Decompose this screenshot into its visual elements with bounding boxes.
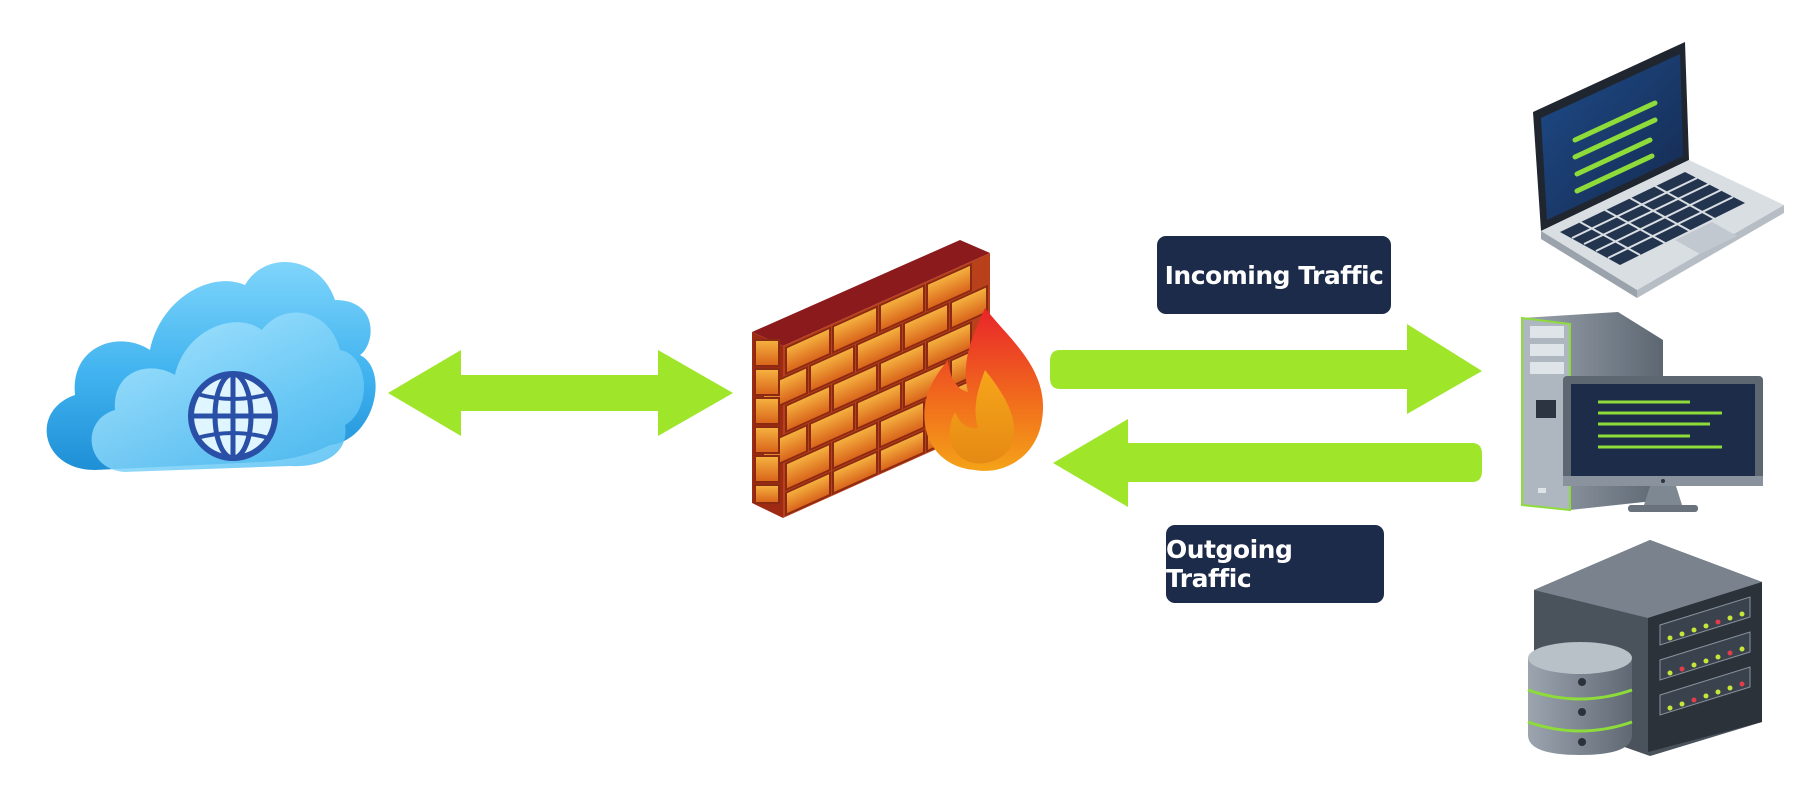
database-server-icon xyxy=(1527,540,1762,756)
flame-icon xyxy=(924,308,1044,471)
cloud-globe-icon xyxy=(46,262,376,472)
server-drive-bays xyxy=(1659,596,1751,716)
outgoing-traffic-arrow xyxy=(1053,419,1482,507)
incoming-traffic-label: Incoming Traffic xyxy=(1157,236,1391,314)
bidirectional-arrow xyxy=(388,350,733,436)
outgoing-traffic-text: Outgoing Traffic xyxy=(1166,535,1293,593)
firewall-brick-wall-icon xyxy=(752,240,1044,518)
outgoing-traffic-label: Outgoing Traffic xyxy=(1166,525,1384,603)
incoming-traffic-arrow xyxy=(1050,324,1482,414)
monitor-code-lines xyxy=(1598,400,1722,449)
keyboard xyxy=(1560,172,1745,265)
incoming-traffic-text: Incoming Traffic xyxy=(1164,260,1384,290)
keyboard-keys xyxy=(1571,177,1734,259)
globe-icon xyxy=(188,371,278,461)
database-cylinder xyxy=(1527,642,1633,755)
laptop-code-lines xyxy=(1572,100,1658,194)
desktop-computer-icon xyxy=(1521,312,1763,512)
laptop-icon xyxy=(1533,42,1784,298)
brick-pattern xyxy=(754,262,988,517)
